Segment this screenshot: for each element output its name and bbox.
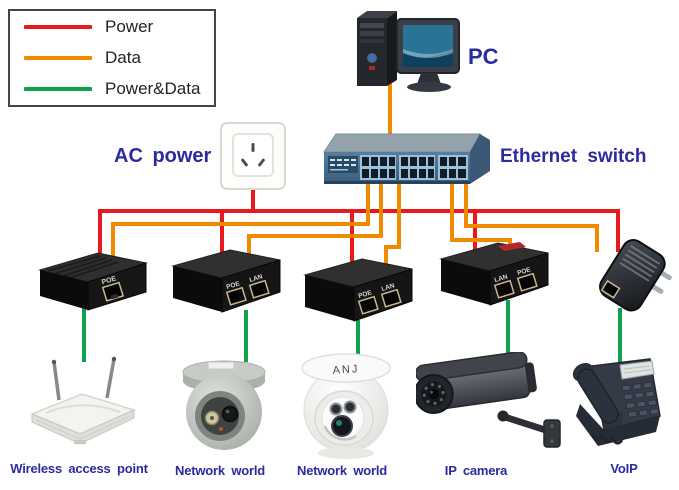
pc-label: PC: [468, 44, 499, 69]
injector4-brand-sticker: [498, 242, 526, 251]
legend-row-data: Data: [24, 48, 214, 68]
pc-illustration: [357, 11, 460, 92]
ipcam-ir-leds: [422, 382, 445, 405]
dome2-ir-led: [343, 400, 357, 414]
label-wireless-access-point: Wireless access point: [10, 461, 148, 476]
label-voip: VoIP: [610, 461, 638, 476]
ipcam-body-group: [416, 352, 537, 414]
label-network-world-1: Network world: [175, 463, 265, 478]
injector4-port-label-2: POE: [516, 266, 532, 277]
pc-monitor: [396, 18, 460, 92]
dome-camera-2-illustration: ANJ: [301, 353, 391, 459]
switch-ports: [360, 155, 468, 180]
ipcam-bracket: [497, 410, 561, 448]
label-ip-camera: IP camera: [444, 463, 508, 478]
wire-data-adapter5: [464, 184, 599, 252]
legend-label-data: Data: [105, 48, 141, 67]
injector2-port-label-2: LAN: [249, 273, 264, 284]
dome2-top-cap: [301, 353, 391, 383]
injector4-rj45-port-2: [516, 272, 538, 292]
dome2-bottom-lip: [318, 447, 374, 459]
ipcam-sun-shield: [416, 352, 528, 382]
injector2-port-panel: POE LAN: [225, 273, 270, 306]
outlet-slots: [241, 143, 265, 167]
ethernet-switch-illustration: [323, 133, 490, 184]
poe-wall-adapter: [599, 239, 672, 312]
dome1-lens: [221, 405, 239, 423]
data-line-swatch: [24, 56, 92, 60]
legend: Power Data Power&Data: [8, 9, 216, 107]
dome1-sticker: [207, 361, 235, 370]
poe-injector-3: POE LAN: [303, 258, 413, 322]
injector1-port-label: POE: [101, 275, 117, 286]
ethernet-switch-label: Ethernet switch: [500, 146, 647, 167]
power-data-line-swatch: [24, 87, 92, 91]
legend-row-power: Power: [24, 17, 214, 37]
phone-base-lower: [576, 404, 660, 446]
voip-phone-illustration: [572, 358, 661, 446]
dome2-ir-led: [329, 402, 343, 416]
wire-data-injector3: [384, 184, 401, 272]
phone-handset: [572, 362, 624, 430]
wireless-access-point-illustration: [30, 356, 137, 445]
switch-led-panel: [328, 156, 358, 173]
injector3-port-label-1: POE: [358, 289, 374, 300]
injector4-port-label-1: LAN: [494, 273, 509, 284]
label-network-world-2: Network world: [297, 463, 387, 478]
dome-camera-1-illustration: [182, 360, 266, 450]
power-wires: [98, 186, 620, 270]
wire-data-injector2: [247, 184, 383, 264]
ap-body: [30, 393, 137, 445]
switch-top: [323, 133, 481, 153]
injector2-rj45-port-2: [248, 279, 270, 299]
injector1-port-panel: POE: [101, 275, 125, 302]
wire-data-injector1: [111, 184, 370, 264]
legend-label-power: Power: [105, 17, 154, 36]
injector4-rj45-port-1: [493, 279, 515, 299]
injector2-port-label-1: POE: [226, 280, 242, 291]
phone-display: [619, 360, 655, 380]
injector3-port-label-2: LAN: [381, 282, 396, 293]
power-line-swatch: [24, 25, 92, 29]
poe-injector-1: POE: [38, 252, 148, 311]
legend-label-power-data: Power&Data: [105, 79, 201, 98]
ac-power-label: AC power: [114, 145, 212, 167]
adapter-vents: [619, 245, 661, 282]
phone-cord: [590, 433, 624, 445]
injector4-port-panel: LAN POE: [493, 266, 538, 299]
ac-outlet-illustration: [220, 122, 286, 190]
legend-row-power-data: Power&Data: [24, 79, 214, 99]
dome1-led: [219, 427, 223, 431]
wire-power-bus: [98, 209, 620, 262]
adapter-rj45-port: [600, 279, 621, 299]
ap-antennas: [51, 356, 117, 401]
injector3-rj45-port-1: [357, 295, 379, 315]
pc-tower: [357, 11, 397, 86]
dome2-lens: [331, 415, 353, 437]
injector1-rj45-port: [101, 281, 125, 302]
dome2-brand-text: ANJ: [332, 363, 360, 377]
injector2-rj45-port-1: [225, 286, 247, 306]
poe-injector-2: POE LAN: [171, 249, 281, 313]
switch-side: [470, 134, 490, 184]
ip-camera-illustration: [416, 352, 561, 448]
injector3-port-panel: POE LAN: [357, 282, 402, 315]
injector3-rj45-port-2: [380, 288, 402, 308]
poe-injector-4: LAN POE: [439, 242, 549, 306]
phone-keypad: [621, 381, 659, 418]
